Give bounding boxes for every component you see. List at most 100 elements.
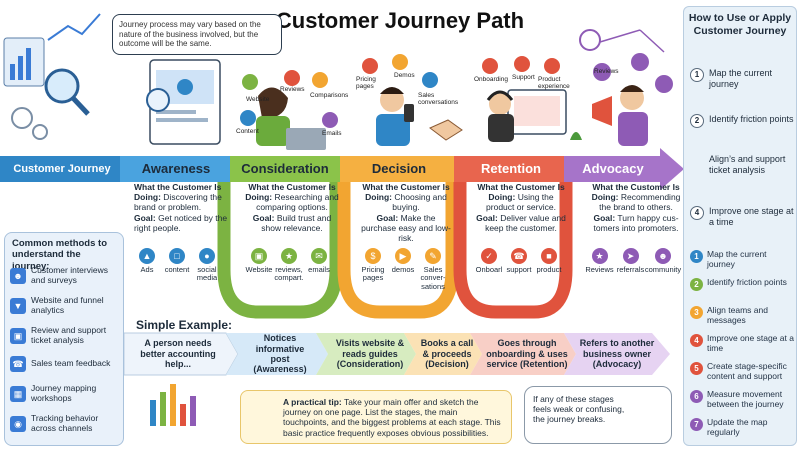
method-label: Customer interviews and surveys [31, 265, 108, 285]
website-touchpoint: ▣Website [244, 248, 274, 283]
stage-awareness-details: What the Customer Is Doing: Discovering … [134, 182, 238, 233]
step-number: 2 [690, 114, 704, 128]
ticket-icon: ▣ [10, 327, 26, 344]
journey-path-label: Customer Journey Path [13, 163, 111, 197]
megaphone-icon: ▲ [139, 248, 155, 264]
goal-text: Get noticed by the right people. [134, 212, 228, 233]
scene-label: Sales conversations [418, 92, 459, 107]
method-item: ◉Tracking behavior across channels [10, 413, 122, 434]
doing-text: Researching and comparing options. [256, 192, 339, 213]
goal-text: Deliver value and keep the customer. [485, 212, 566, 233]
stage-title-retention: Retention [481, 161, 541, 176]
people-icon: ☻ [655, 248, 671, 264]
consideration-touchpoints: ▣Website ★reviews, compart. ✉emails [244, 248, 334, 283]
advocacy-megaphone-icon [579, 29, 673, 146]
price-tag-icon: $ [365, 248, 381, 264]
list-label: Update the map regularly [707, 417, 768, 437]
step-number: 5 [690, 362, 703, 375]
journey-arrow [0, 148, 684, 190]
reviews-touchpoint: ★reviews, compart. [274, 248, 304, 283]
emails-touchpoint: ✉emails [304, 248, 334, 283]
how-to-step: 1 Map the current journey [690, 68, 794, 90]
doing-label: What the Customer Is Doing: [591, 182, 680, 203]
practical-tip: A practical tip: Take your main offer an… [240, 390, 512, 444]
touchpoint-label: Ads [140, 265, 154, 274]
step-label: Improve one stage at a time [709, 206, 794, 227]
consideration-person-icon [240, 70, 338, 150]
play-icon: ▶ [395, 248, 411, 264]
growth-chart-icon [150, 384, 196, 426]
reviews-touchpoint: ★Reviews [584, 248, 615, 274]
scene-label: Website [246, 96, 270, 103]
touchpoint-label: Reviews [585, 265, 614, 274]
how-to-step: 4 Improve one stage at a time [690, 206, 794, 228]
box-icon: ■ [541, 248, 557, 264]
method-label: Tracking behavior across channels [31, 413, 99, 433]
goal-label: Goal: [134, 212, 156, 223]
workshop-icon: ▦ [10, 385, 26, 402]
scene-label: Emails [322, 130, 342, 137]
doing-label: What the Customer Is Doing: [362, 182, 450, 203]
stage-advocacy-details: What the Customer Is Doing: Recommending… [590, 182, 682, 233]
step-label: Identify friction points [709, 114, 794, 124]
journey-loops [217, 182, 573, 319]
doing-text: Recommending the brand to others. [599, 192, 681, 213]
step-number: 1 [690, 250, 703, 263]
touchpoint-label: product [536, 265, 562, 274]
touchpoint-label: Onboarl [475, 265, 503, 274]
ads-touchpoint: ▲Ads [132, 248, 162, 283]
support-touchpoint: ☎support [504, 248, 534, 274]
weak-stage-note: If any of these stages feels weak or con… [524, 386, 672, 444]
list-label: Measure movement between the journey [707, 389, 784, 409]
onboarding-icon: ✓ [481, 248, 497, 264]
document-icon: □ [169, 248, 185, 264]
touchpoint-label: social media [196, 265, 218, 283]
example-arrow [123, 332, 670, 376]
how-to-title: How to Use or Apply Customer Journey [688, 12, 792, 37]
method-item: ▼Website and funnel analytics [10, 295, 122, 316]
stage-title-decision: Decision [371, 161, 427, 176]
touchpoint-label: Pricing pages [361, 265, 385, 283]
star-icon: ★ [591, 248, 608, 264]
step-number: 1 [690, 68, 704, 82]
method-item: ☻ Customer interviews and surveys [10, 265, 122, 286]
pricing-touchpoint: $Pricing pages [358, 248, 388, 291]
headset-icon: ☎ [511, 248, 527, 264]
product-touchpoint: ■product [534, 248, 564, 274]
scene-label: Content [236, 128, 259, 135]
page-title: Customer Journey Path [275, 8, 525, 33]
social-icon: ● [199, 248, 215, 264]
chat-icon: ✎ [425, 248, 441, 264]
goal-text: Make the purchase easy and low-risk. [361, 212, 451, 243]
interview-icon: ☻ [10, 267, 26, 284]
star-icon: ★ [281, 248, 297, 264]
sales-touchpoint: ✎Sales conver-sations [418, 248, 448, 291]
step-number: 4 [690, 334, 703, 347]
step-number: 4 [690, 206, 704, 220]
social-post-phone-icon [146, 59, 221, 145]
stage-retention-details: What the Customer Is Doing: Using the pr… [474, 182, 568, 233]
goal-text: Turn happy cus-tomers into promoters. [593, 212, 679, 233]
step-number: 3 [690, 306, 703, 319]
goal-label: Goal: [252, 212, 275, 223]
scene-label: Reviews [280, 86, 305, 93]
step-label: Align’s and support ticket analysis [709, 154, 786, 175]
method-label: Sales team feedback [31, 358, 111, 369]
email-icon: ✉ [311, 248, 327, 264]
retention-support-icon [482, 56, 582, 142]
method-label: Journey mapping workshops [31, 383, 97, 403]
example-step: Visits website & reads guides (Considera… [335, 338, 405, 370]
sales-team-icon: ☎ [10, 356, 26, 372]
note-bubble: Journey process may vary based on the na… [112, 14, 282, 55]
example-title: Simple Example: [136, 318, 233, 332]
method-item: ▦ Journey mapping workshops [10, 383, 122, 404]
stage-title-consideration: Consideration [241, 161, 329, 176]
share-icon: ➤ [622, 248, 639, 264]
step-label: Map the current journey [709, 68, 773, 89]
analytics-doodle-icon [3, 13, 101, 140]
method-label: Website and funnel analytics [31, 295, 104, 315]
